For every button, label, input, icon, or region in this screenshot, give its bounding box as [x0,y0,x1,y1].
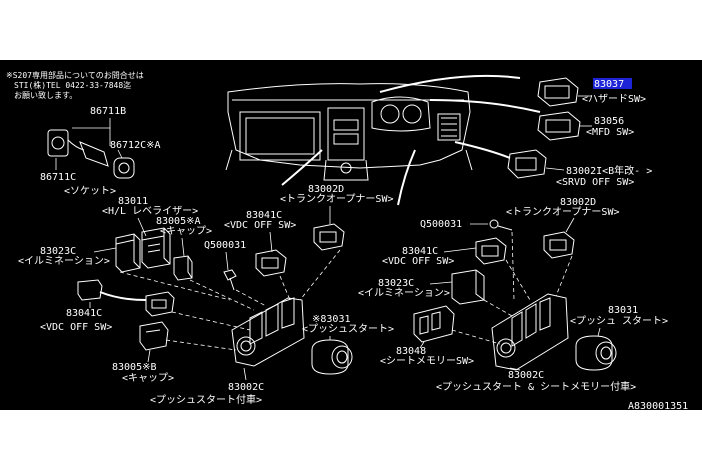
assembly-dashed-lines-right [451,231,573,345]
callout-line-mfd [429,99,541,113]
vdc-off-sw-left-label: <VDC OFF SW> [224,220,296,231]
screw-left-part[interactable] [223,269,237,291]
part-number-83031-right[interactable]: 83031 [608,305,638,316]
part-number-83041c-lower[interactable]: 83041C [66,308,102,319]
cap-a-part[interactable] [173,255,193,281]
trunk-opener-sw-right-label: <トランクオープナーSW> [506,206,619,218]
push-start-bezel-left[interactable] [231,297,305,367]
vdc-off-sw-lower-label: <VDC OFF SW> [40,322,112,333]
srvd-off-sw-label: <SRVD OFF SW> [556,177,634,188]
push-start-assy-label: <プッシュスタート付車> [150,393,262,406]
push-start-button-right[interactable] [575,335,617,371]
screw-right-part[interactable] [489,219,513,231]
cap-b-part[interactable] [139,321,169,351]
socket-label: <ソケット> [64,185,116,197]
note-line-1: ※S207専用部品についてのお問合せは [6,70,144,80]
cap-b-label: <キャップ> [122,372,174,384]
vdc-off-sw-left-part[interactable] [255,249,287,277]
callout-line-trunk [397,149,416,206]
trunk-opener-sw-right-part[interactable] [543,231,575,259]
seat-memory-sw-part[interactable] [413,305,455,343]
hazard-sw-label: <ハザードSW> [582,93,646,105]
part-number-83002c-left[interactable]: 83002C [228,382,264,393]
selected-part-highlight [593,78,632,89]
part-number-83041c-left[interactable]: 83041C [246,210,282,221]
seat-memory-sw-label: <シートメモリーSW> [380,356,474,367]
part-number-86712c-a[interactable]: 86712C※A [110,140,161,151]
vdc-off-sw-right-part[interactable] [475,237,507,265]
illumination-left-part[interactable] [115,233,141,273]
headlight-leveler-part[interactable] [141,227,171,269]
hazard-switch-part[interactable] [537,77,579,107]
part-number-83002d-right[interactable]: 83002D [560,197,596,208]
push-start-seat-memory-bezel[interactable] [491,293,569,371]
srvd-switch-part[interactable] [507,149,547,179]
part-number-83011[interactable]: 83011 [118,196,148,207]
part-number-83056[interactable]: 83056 [594,116,624,127]
part-number-83002i[interactable]: 83002I<B年改- > [566,164,652,177]
assembly-dashed-lines-left [119,249,341,351]
callout-line-vdc [281,149,323,186]
socket-part[interactable] [47,129,135,179]
illumination-right-part[interactable] [451,269,485,305]
push-start-seat-memory-assy-label: <プッシュスタート & シートメモリー付車> [436,380,636,393]
note-line-3: お願い致します。 [14,90,77,100]
part-number-83005-a[interactable]: 83005※A [156,216,201,227]
trunk-opener-sw-left-part[interactable] [313,223,345,251]
part-number-q500031-right[interactable]: Q500031 [420,219,462,230]
part-number-83031-left[interactable]: ※83031 [312,314,350,325]
part-number-83023c-right[interactable]: 83023C [378,278,414,289]
part-number-83037[interactable]: 83037 [594,79,624,90]
part-number-83048[interactable]: 83048 [396,346,426,357]
mfd-sw-label: <MFD SW> [586,127,634,138]
part-number-86711b[interactable]: 86711B [90,106,126,117]
part-number-86711c[interactable]: 86711C [40,172,76,183]
part-number-83023c-left[interactable]: 83023C [40,246,76,257]
illumination-right-label: <イルミネーション> [358,287,450,299]
headlight-leveler-label: <H/L レベライザー> [102,205,198,217]
mfd-switch-part[interactable] [537,111,581,141]
diagram-id: A830001351 [628,401,688,412]
illumination-left-label: <イルミネーション> [18,255,110,267]
push-start-left-label: <プッシュスタート> [302,323,394,335]
part-number-83002c-right[interactable]: 83002C [508,370,544,381]
dashboard-illustration [225,83,473,181]
push-start-button-left[interactable] [311,339,353,375]
part-number-q500031-left[interactable]: Q500031 [204,240,246,251]
part-number-83005-b[interactable]: 83005※B [112,362,157,373]
push-start-right-label: <プッシュ スタート> [570,315,668,327]
part-number-83002d-left[interactable]: 83002D [308,184,344,195]
note-line-2: STI(株)TEL 0422-33-7848迄 [14,80,131,90]
cap-a-label: <キャップ> [160,225,212,237]
trunk-opener-sw-left-label: <トランクオープナーSW> [280,193,393,205]
callout-line-srvd [454,141,511,159]
callout-line-hazard [379,74,521,93]
vdc-off-sw-right-label: <VDC OFF SW> [382,256,454,267]
part-number-83041c-right[interactable]: 83041C [402,246,438,257]
